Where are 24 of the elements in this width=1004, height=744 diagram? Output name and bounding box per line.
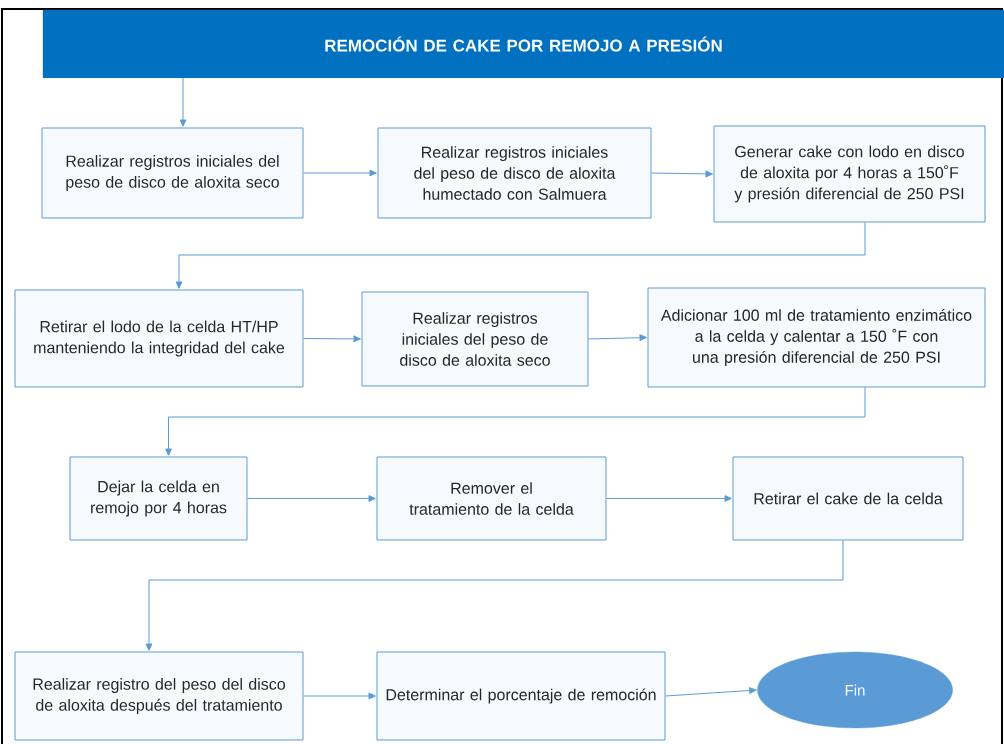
process-box: Adicionar 100 ml de tratamiento enzimático a la celda y calentar a 150 ˚F con una presión diferencial de 250 PSI	[647, 287, 986, 388]
arrow	[179, 77, 187, 127]
process-box: Realizar registros iniciales del peso de disco de aloxita seco	[361, 291, 589, 387]
process-box: Realizar registro del peso del disco de aloxita después del tratamiento	[14, 651, 304, 741]
process-box: Dejar la celda en remojo por 4 horas	[69, 456, 248, 541]
arrow	[303, 169, 377, 177]
arrow	[145, 540, 844, 651]
process-box: Remover el tratamiento de la celda	[376, 456, 607, 541]
arrow	[665, 687, 757, 697]
header-banner: REMOCIÓN DE CAKE POR REMOJO A PRESIÓN	[42, 9, 1004, 79]
arrow	[651, 170, 713, 178]
process-box: Retirar el lodo de la celda HT/HP manteniendo la integridad del cake	[14, 289, 304, 388]
process-box: Generar cake con lodo en disco de aloxita por 4 horas a 150˚F y presión diferencial de 250 PSI	[713, 125, 986, 223]
process-box: Realizar registros iniciales del peso de disco de aloxita seco	[41, 127, 304, 219]
arrow	[303, 692, 376, 700]
process-box: Realizar registros iniciales del peso de disco de aloxita humectado con Salmuera	[377, 127, 652, 219]
arrow	[175, 222, 866, 289]
arrow	[588, 334, 647, 342]
arrow	[247, 495, 376, 502]
arrow	[165, 387, 866, 456]
arrow	[606, 495, 732, 502]
process-box: Determinar el porcentaje de remoción	[376, 651, 666, 741]
arrow	[303, 335, 361, 343]
process-box: Retirar el cake de la celda	[732, 456, 964, 541]
